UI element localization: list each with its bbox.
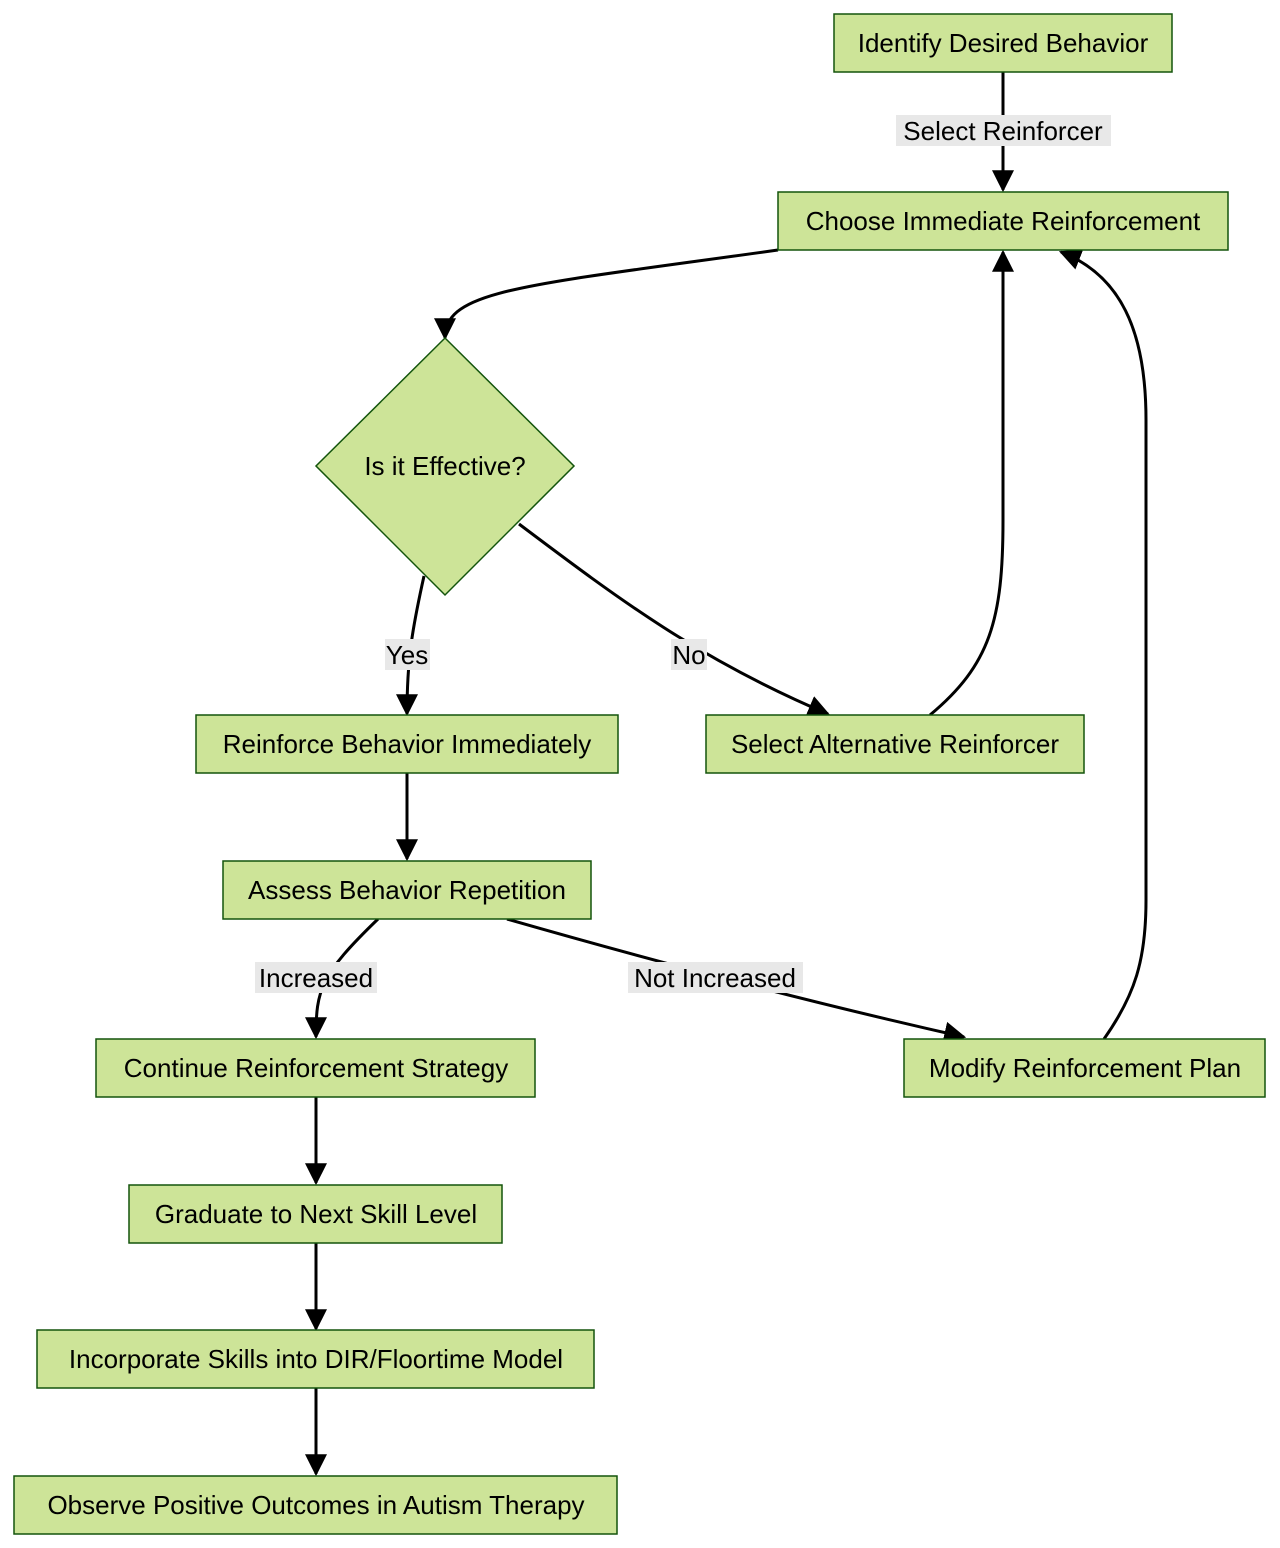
node-continue-reinforcement-strategy: Continue Reinforcement Strategy: [95, 1038, 536, 1098]
edge-alternative-to-choose: [929, 249, 1014, 717]
node-assess-behavior-repetition: Assess Behavior Repetition: [222, 860, 592, 920]
edge-label-text: Select Reinforcer: [903, 116, 1103, 146]
node-incorporate-skills-into-dir-floortime-model: Incorporate Skills into DIR/Floortime Mo…: [36, 1329, 595, 1389]
edge-modify-to-choose: [1058, 248, 1148, 1040]
edge-label-text: Increased: [259, 963, 373, 993]
node-label: Continue Reinforcement Strategy: [124, 1053, 508, 1083]
node-is-it-effective: Is it Effective?: [314, 336, 576, 597]
node-label: Observe Positive Outcomes in Autism Ther…: [47, 1490, 584, 1520]
edge-label-yes: Yes: [385, 639, 430, 670]
edge-label-text: Not Increased: [634, 963, 796, 993]
node-label: Reinforce Behavior Immediately: [223, 729, 592, 759]
node-identify-desired-behavior: Identify Desired Behavior: [833, 13, 1173, 73]
node-label: Identify Desired Behavior: [858, 28, 1149, 58]
edge-label-select-reinforcer: Select Reinforcer: [896, 115, 1111, 146]
node-label: Choose Immediate Reinforcement: [806, 206, 1201, 236]
edge-label-text: Yes: [386, 640, 428, 670]
edge-label-text: No: [672, 640, 705, 670]
node-label: Graduate to Next Skill Level: [155, 1199, 477, 1229]
node-graduate-to-next-skill-level: Graduate to Next Skill Level: [128, 1184, 503, 1244]
node-label: Incorporate Skills into DIR/Floortime Mo…: [69, 1344, 563, 1374]
edges: [305, 72, 1148, 1477]
node-label: Is it Effective?: [364, 451, 525, 481]
node-label: Select Alternative Reinforcer: [731, 729, 1059, 759]
node-select-alternative-reinforcer: Select Alternative Reinforcer: [705, 714, 1085, 774]
edge-labels: Select Reinforcer Yes No Increased Not I…: [255, 115, 1111, 993]
edge-effective-to-alternative: [518, 522, 831, 717]
edge-label-not-increased: Not Increased: [628, 962, 803, 993]
edge-choose-to-effective: [434, 248, 779, 341]
node-label: Assess Behavior Repetition: [248, 875, 566, 905]
edge-label-no: No: [671, 639, 707, 670]
edge-label-increased: Increased: [255, 962, 377, 993]
node-choose-immediate-reinforcement: Choose Immediate Reinforcement: [777, 191, 1229, 251]
nodes: Identify Desired Behavior Choose Immedia…: [13, 13, 1266, 1535]
node-label: Modify Reinforcement Plan: [929, 1053, 1241, 1083]
node-modify-reinforcement-plan: Modify Reinforcement Plan: [903, 1038, 1266, 1098]
node-reinforce-behavior-immediately: Reinforce Behavior Immediately: [195, 714, 619, 774]
node-observe-positive-outcomes-in-autism-therapy: Observe Positive Outcomes in Autism Ther…: [13, 1475, 618, 1535]
